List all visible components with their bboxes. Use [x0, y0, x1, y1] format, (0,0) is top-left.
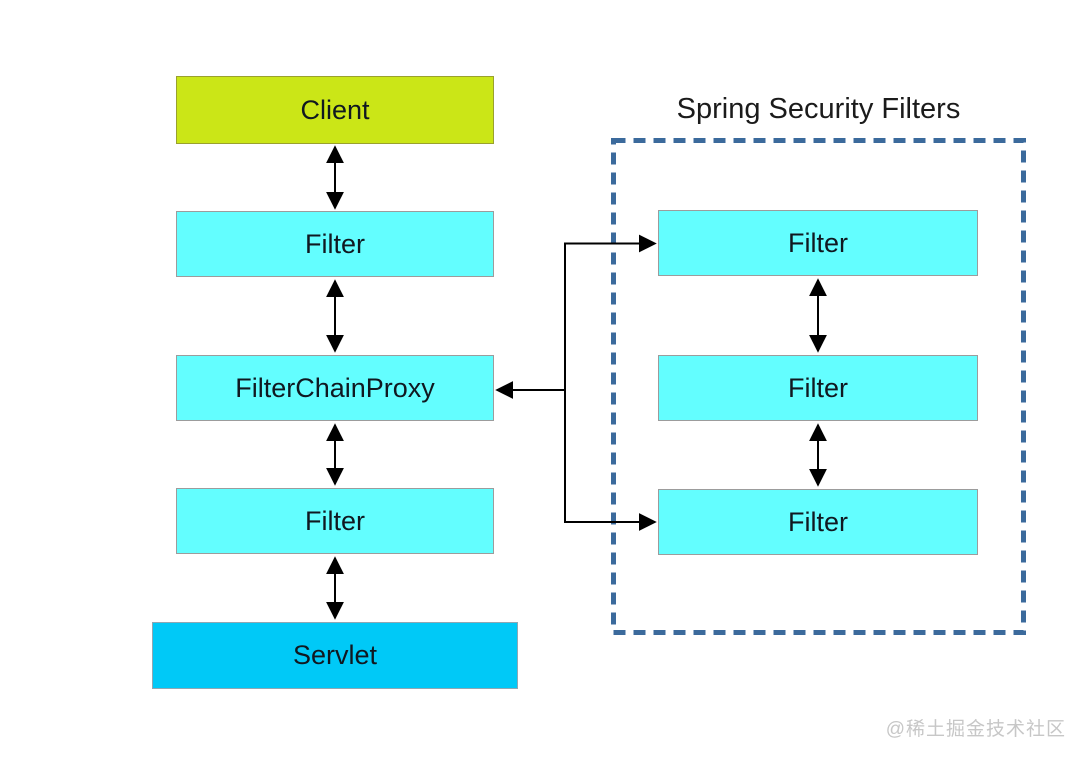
node-client: Client — [176, 76, 494, 144]
node-servlet: Servlet — [152, 622, 518, 689]
node-filter-bottom: Filter — [176, 488, 494, 554]
security-filter-1-label: Filter — [788, 227, 848, 258]
security-filter-2: Filter — [658, 355, 978, 421]
node-filter-chain-proxy: FilterChainProxy — [176, 355, 494, 421]
security-filter-3: Filter — [658, 489, 978, 555]
node-servlet-label: Servlet — [292, 640, 378, 670]
security-filters-group-title: Spring Security Filters — [676, 92, 961, 125]
node-filter-bottom-label: Filter — [305, 505, 365, 536]
security-filter-3-label: Filter — [788, 506, 848, 537]
security-filter-2-label: Filter — [788, 372, 848, 403]
node-filter-top: Filter — [176, 211, 494, 277]
security-filter-1: Filter — [658, 210, 978, 276]
node-filter-chain-proxy-label: FilterChainProxy — [235, 372, 435, 403]
watermark: @稀土掘金技术社区 — [885, 719, 1066, 740]
node-filter-top-label: Filter — [305, 228, 365, 259]
node-client-label: Client — [300, 94, 370, 125]
